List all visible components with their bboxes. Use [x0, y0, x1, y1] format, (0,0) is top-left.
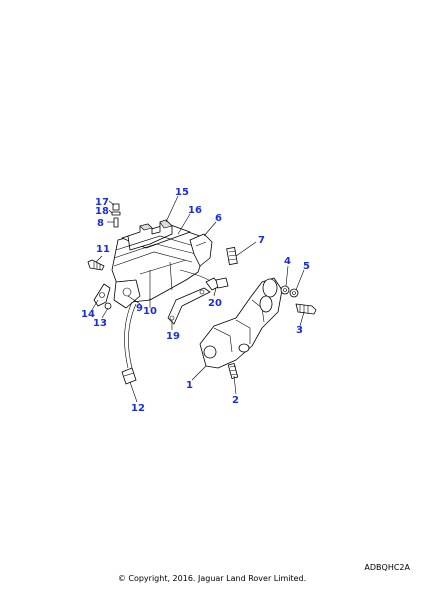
callout-8: 8 [97, 218, 104, 229]
upper-housing-assembly [111, 219, 213, 309]
callout-2: 2 [232, 395, 239, 406]
callout-4: 4 [284, 256, 291, 267]
callout-15: 15 [175, 187, 189, 198]
callout-11: 11 [96, 244, 110, 255]
nut-13 [104, 302, 112, 310]
callout-14: 14 [81, 309, 95, 320]
callout-1: 1 [186, 380, 193, 391]
washer-5 [289, 288, 299, 298]
callout-labels: 17 18 8 15 16 6 7 11 4 5 14 13 9 10 20 3… [81, 187, 310, 414]
callout-13: 13 [93, 318, 107, 329]
washer-4 [280, 285, 290, 295]
tube-12 [121, 301, 137, 385]
exhaust-manifold-1 [199, 277, 283, 369]
callout-5: 5 [303, 261, 310, 272]
diagram-reference-code: ADBQHC2A [364, 563, 410, 572]
callout-20: 20 [208, 298, 222, 309]
connector-20 [179, 269, 229, 291]
bracket-19 [167, 287, 211, 325]
bolt-3 [295, 303, 317, 315]
stud-2 [227, 363, 239, 379]
bolt-11 [87, 259, 105, 271]
callout-3: 3 [296, 325, 303, 336]
callout-12: 12 [131, 403, 145, 414]
callout-17: 17 [95, 197, 109, 208]
callout-10: 10 [143, 306, 157, 317]
stud-7 [226, 247, 238, 265]
callout-7: 7 [258, 235, 265, 246]
callout-19: 19 [166, 331, 180, 342]
copyright-notice: © Copyright, 2016. Jaguar Land Rover Lim… [117, 574, 307, 583]
callout-9: 9 [136, 303, 143, 314]
top-fasteners [111, 203, 121, 228]
callout-6: 6 [215, 213, 222, 224]
callout-16: 16 [188, 205, 202, 216]
callout-18: 18 [95, 206, 109, 217]
leader-lines [91, 195, 305, 403]
